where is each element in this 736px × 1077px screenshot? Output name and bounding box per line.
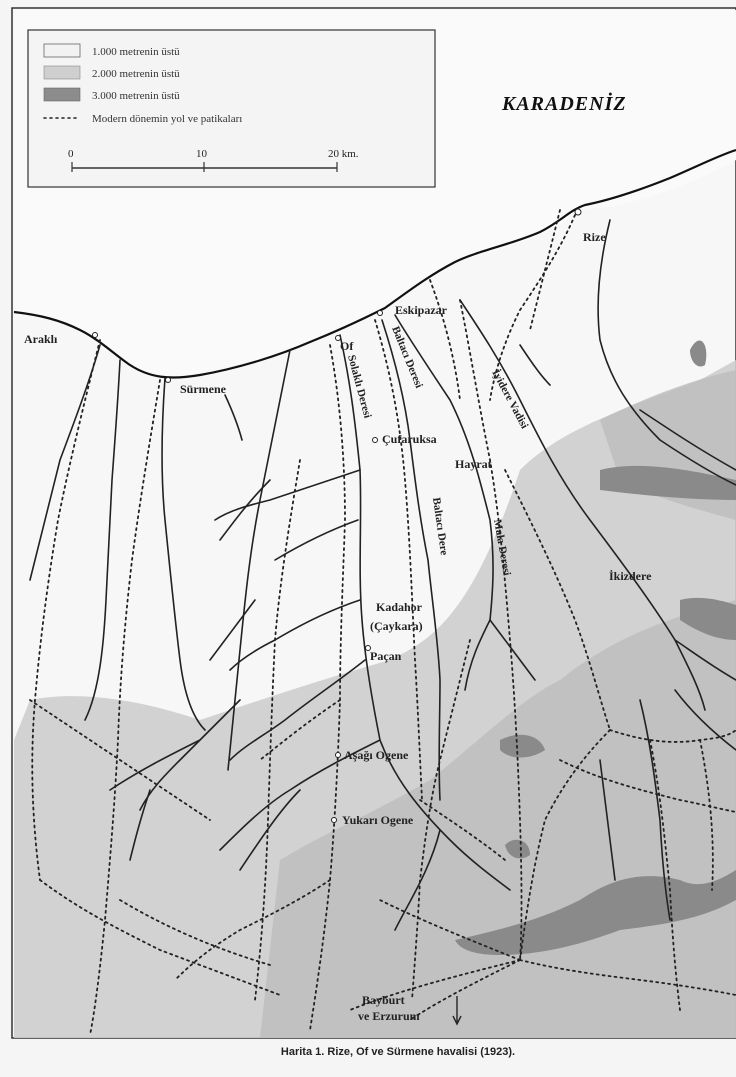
place-yukari-ogene: Yukarı Ogene — [342, 813, 414, 827]
scale-tick-0: 0 — [68, 148, 74, 160]
legend-label-3000: 3.000 metrenin üstü — [92, 90, 180, 102]
place-arakli: Araklı — [24, 332, 58, 346]
legend-swatch-3000 — [43, 87, 81, 102]
legend-label-1000: 1.000 metrenin üstü — [92, 46, 180, 58]
scale-tick-10: 10 — [196, 148, 208, 160]
place-rize: Rize — [583, 230, 606, 244]
place-ikizdere: İkizdere — [609, 569, 652, 583]
place-asagi-ogene: Aşağı Ogene — [344, 748, 409, 762]
place-bayburt-2: ve Erzurum — [358, 1009, 420, 1023]
legend-label-roads: Modern dönemin yol ve patikaları — [92, 113, 242, 125]
place-of: Of — [340, 339, 354, 353]
place-eskipazar: Eskipazar — [395, 303, 448, 317]
place-kadahor-alt: (Çaykara) — [370, 619, 423, 633]
place-hayrat: Hayrat — [455, 457, 492, 471]
legend-swatch-1000 — [43, 43, 81, 58]
roads — [29, 209, 736, 1036]
place-kadahor: Kadahor — [376, 600, 423, 614]
place-bayburt-1: Bayburt — [362, 993, 405, 1007]
coastline — [13, 148, 736, 379]
place-cufaruksa: Çufaruksa — [382, 432, 437, 446]
caption-text: Harita 1. Rize, Of ve Sürmene havalisi (… — [280, 1046, 516, 1058]
scale-tick-20: 20 km. — [328, 148, 359, 160]
place-pacan: Paçan — [370, 649, 402, 663]
legend-label-2000: 2.000 metrenin üstü — [92, 68, 180, 80]
legend-swatch-2000 — [43, 65, 81, 80]
legend: 1.000 metrenin üstü 2.000 metrenin üstü … — [27, 29, 436, 188]
sea-label: KARADENİZ — [501, 91, 627, 115]
map-caption: Harita 1. Rize, Of ve Sürmene havalisi (… — [0, 1046, 736, 1058]
town-markers — [92, 208, 582, 823]
rivers — [29, 219, 736, 931]
place-surmene: Sürmene — [180, 382, 227, 396]
